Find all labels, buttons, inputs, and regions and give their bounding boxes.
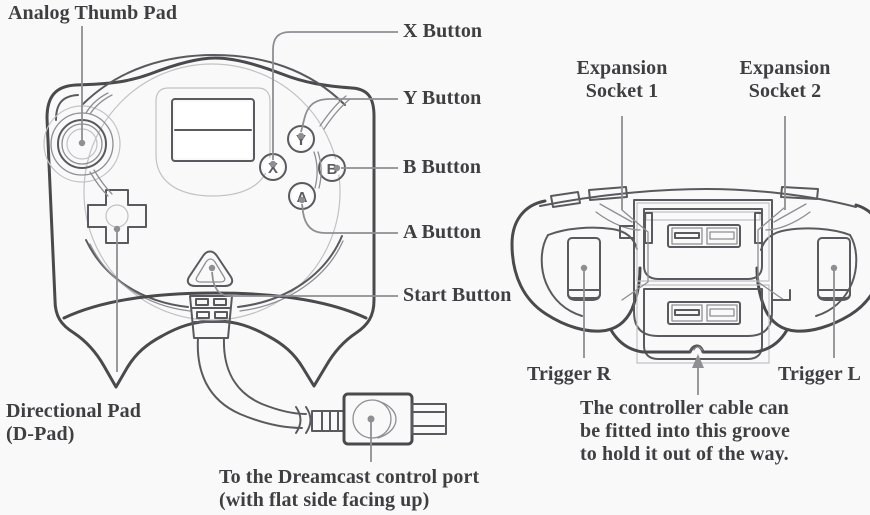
svg-text:B: B: [327, 161, 338, 178]
front-controller-body: X Y B A: [43, 54, 447, 446]
label-groove-note-line2: be fitted into this groove: [580, 420, 790, 442]
label-expansion-socket-1-line2: Socket 1: [585, 80, 659, 102]
label-expansion-socket-1-line1: Expansion: [576, 57, 668, 79]
face-button-b: B: [318, 154, 346, 182]
face-button-a: A: [288, 182, 316, 210]
label-y-button: Y Button: [403, 87, 482, 109]
label-control-port-line1: To the Dreamcast control port: [219, 466, 480, 488]
svg-text:X: X: [268, 160, 278, 177]
rear-leader-lines: [580, 116, 838, 395]
front-leader-lines: [78, 26, 398, 462]
label-b-button: B Button: [403, 156, 482, 178]
label-trigger-r: Trigger R: [527, 363, 612, 385]
label-expansion-socket-2-line2: Socket 2: [748, 80, 822, 102]
svg-text:Y: Y: [296, 132, 306, 149]
label-groove-note-line1: The controller cable can: [580, 397, 789, 419]
label-a-button: A Button: [403, 221, 482, 243]
expansion-socket-2: [636, 284, 770, 364]
label-directional-pad-line1: Directional Pad: [6, 400, 142, 422]
trigger-l-shape: [817, 237, 851, 301]
label-expansion-socket-2-line1: Expansion: [739, 57, 831, 79]
label-control-port-line2: (with flat side facing up): [219, 489, 430, 511]
label-trigger-l: Trigger L: [778, 363, 861, 385]
face-button-y: Y: [287, 125, 315, 153]
front-highlight-strokes: [85, 92, 351, 197]
face-button-x: X: [259, 153, 287, 181]
label-directional-pad-line2: (D-Pad): [6, 423, 75, 445]
label-groove-note-line3: to hold it out of the way.: [580, 443, 789, 465]
expansion-socket-1: [636, 202, 770, 282]
trigger-r-shape: [567, 237, 601, 301]
svg-text:A: A: [297, 189, 308, 206]
label-analog-thumb-pad: Analog Thumb Pad: [8, 2, 178, 24]
label-x-button: X Button: [403, 20, 483, 42]
label-start-button: Start Button: [403, 284, 512, 306]
rear-controller-body: [510, 186, 870, 364]
